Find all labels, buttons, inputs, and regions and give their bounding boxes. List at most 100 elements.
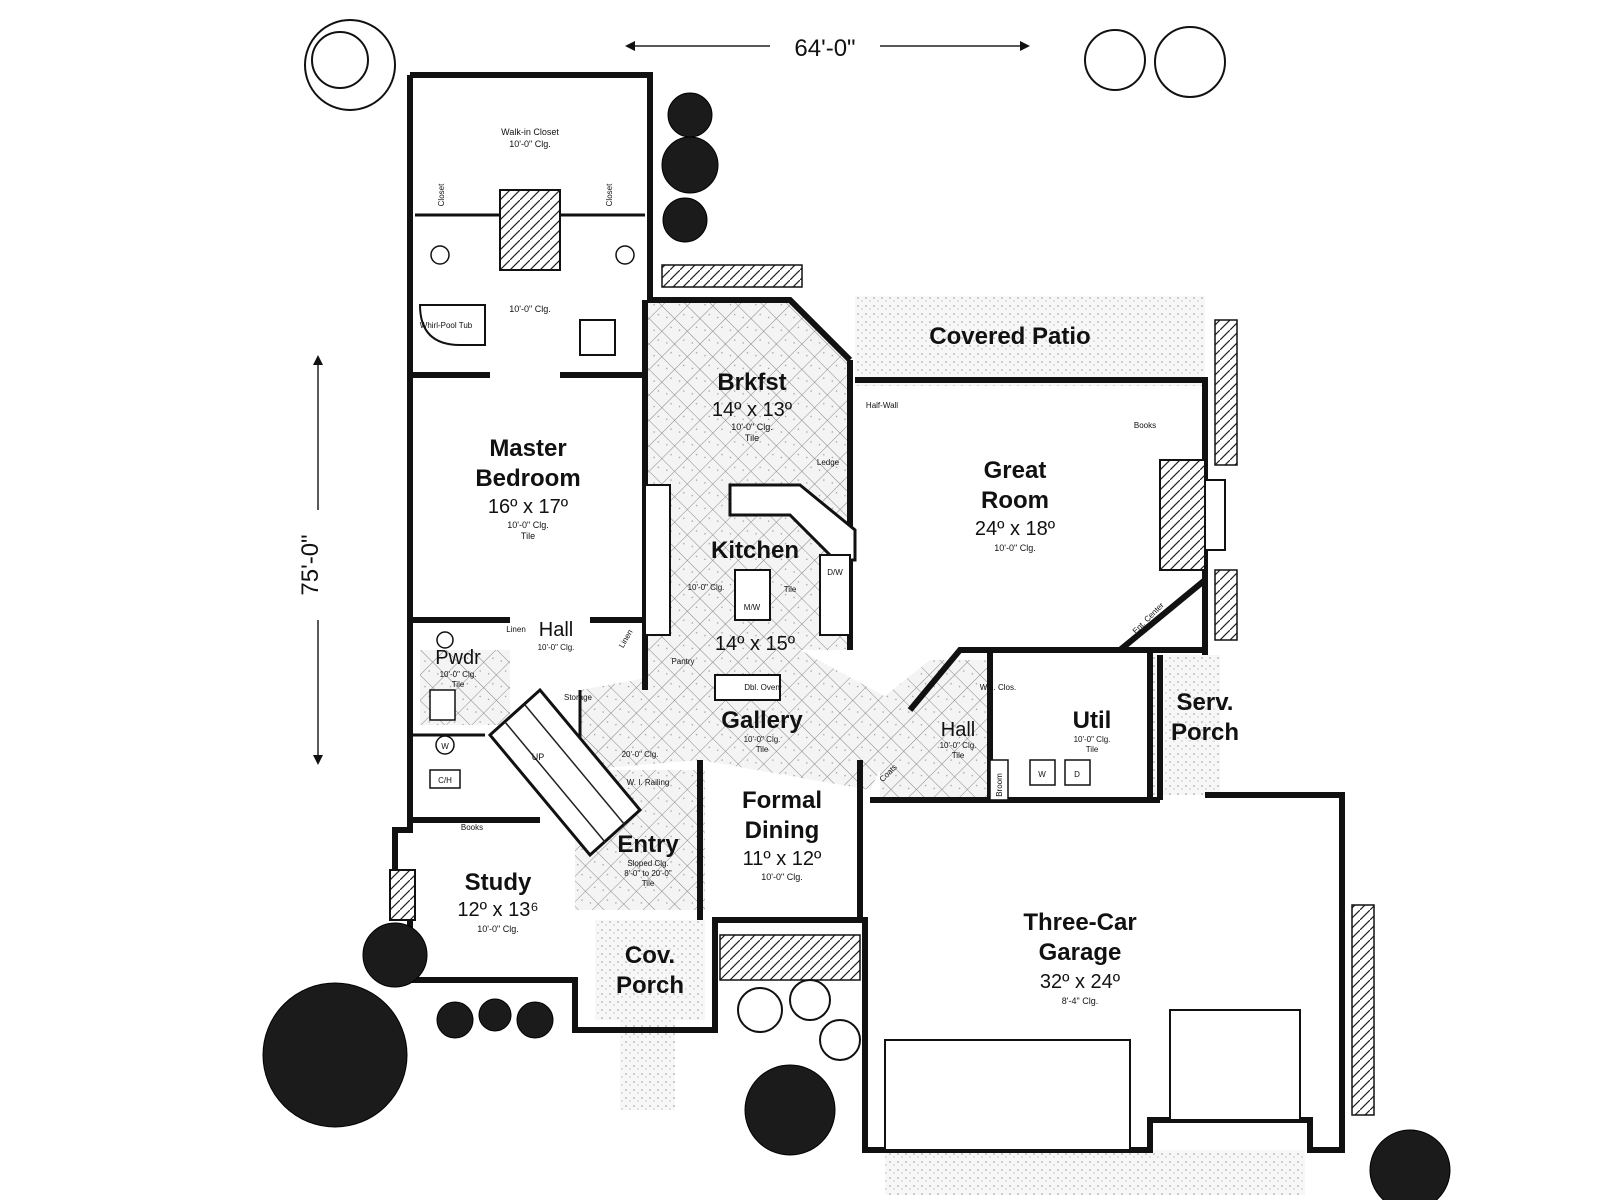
garage-door-single xyxy=(1169,1009,1301,1121)
pantry-label: Pantry xyxy=(671,657,694,666)
gallery-ceiling-2: 20'-0" Clg. xyxy=(622,750,659,759)
washer xyxy=(1029,759,1056,786)
garage-note: 8'-4" Clg. xyxy=(1062,996,1098,1006)
landscaping xyxy=(262,19,1451,1200)
brkfst-label: Brkfst xyxy=(717,369,786,396)
dw-label: D/W xyxy=(827,568,843,577)
linen-label: Linen xyxy=(506,625,526,634)
washer-label: W xyxy=(1038,770,1046,779)
master-label-1: Master xyxy=(489,435,566,462)
entry-note-2: 8'-0" to 20'-0" xyxy=(624,869,672,878)
hall-left-label: Hall xyxy=(539,619,573,641)
brkfst-size: 14º x 13º xyxy=(712,399,793,421)
gallery-floor xyxy=(580,650,910,790)
gallery-ceiling: 10'-0" Clg. xyxy=(744,735,781,744)
wi-clos-label: W. I. Clos. xyxy=(980,683,1016,692)
walkway xyxy=(620,1020,675,1110)
study-books: Books xyxy=(461,823,483,832)
hearth-chimney xyxy=(1204,479,1226,551)
great-label-2: Room xyxy=(981,487,1049,514)
closet-left-label: Closet xyxy=(437,183,446,206)
garage-size: 32º x 24º xyxy=(1040,971,1121,993)
study-label: Study xyxy=(465,869,532,896)
driveway xyxy=(885,1150,1305,1195)
mw-label: M/W xyxy=(744,603,761,612)
study-fireplace xyxy=(389,869,416,921)
planter-front xyxy=(719,934,861,981)
kitchen-label: Kitchen xyxy=(711,537,799,564)
fireplace xyxy=(1159,459,1206,571)
formal-dining-note: 10'-0" Clg. xyxy=(761,872,802,882)
walkin-closet-ceiling: 10'-0" Clg. xyxy=(509,139,550,149)
railing-label: W. I. Railing xyxy=(627,778,670,787)
entry-label: Entry xyxy=(617,831,679,858)
ch-label: C/H xyxy=(438,776,452,785)
great-size: 24º x 18º xyxy=(975,518,1056,540)
hall-right-ceiling: 10'-0" Clg. xyxy=(940,741,977,750)
util-ceiling: 10'-0" Clg. xyxy=(1074,735,1111,744)
ledge-label: Ledge xyxy=(817,458,840,467)
formal-dining-label-1: Formal xyxy=(742,787,822,814)
study-note: 10'-0" Clg. xyxy=(477,924,518,934)
bath-fixtures xyxy=(418,189,635,789)
planter-right-upper xyxy=(1214,319,1238,466)
gallery-tile: Tile xyxy=(756,745,769,754)
pwdr-tile: Tile xyxy=(452,680,465,689)
width-dimension: 64'-0" xyxy=(625,35,1030,62)
walkin-closet-label: Walk-in Closet xyxy=(501,127,559,137)
water-heater-w: W xyxy=(441,742,449,751)
kitchen-size: 14º x 15º xyxy=(715,633,796,655)
great-label-1: Great xyxy=(984,457,1047,484)
master-note-1: 10'-0" Clg. xyxy=(507,520,548,530)
hall-right-tile: Tile xyxy=(952,751,965,760)
depth-dimension: 75'-0" xyxy=(297,355,324,765)
width-label: 64'-0" xyxy=(794,35,855,62)
entry-note-3: Tile xyxy=(642,879,655,888)
cov-porch-floor xyxy=(595,920,705,1020)
cov-porch-label-1: Cov. xyxy=(625,942,675,969)
linen2-label: Linen xyxy=(617,628,635,649)
dryer xyxy=(1064,759,1091,786)
formal-dining-size: 11º x 12º xyxy=(743,848,822,870)
master-note-2: Tile xyxy=(521,531,535,541)
gallery-label: Gallery xyxy=(721,707,803,734)
brkfst-note-2: Tile xyxy=(745,433,759,443)
util-label: Util xyxy=(1073,707,1112,734)
planter-garage xyxy=(1351,904,1375,1116)
depth-label: 75'-0" xyxy=(297,534,324,595)
serv-porch-label-1: Serv. xyxy=(1177,689,1234,716)
stair-up-label: UP xyxy=(532,752,545,762)
broom-label: Broom xyxy=(995,773,1004,797)
garage-label-2: Garage xyxy=(1039,939,1122,966)
planter-top xyxy=(661,264,803,288)
patio-label: Covered Patio xyxy=(929,323,1090,350)
dryer-label: D xyxy=(1074,770,1080,779)
storage-label: Storage xyxy=(564,693,593,702)
great-note: 10'-0" Clg. xyxy=(994,543,1035,553)
great-books: Books xyxy=(1134,421,1156,430)
hall-right-floor xyxy=(880,660,990,800)
closet-right-label: Closet xyxy=(605,183,614,206)
bath-ceiling: 10'-0" Clg. xyxy=(509,304,550,314)
study-size: 12º x 13⁶ xyxy=(457,899,538,921)
halfwall-label: Half-Wall xyxy=(866,401,898,410)
patio-floor xyxy=(855,296,1205,386)
hall-right-label: Hall xyxy=(941,719,975,741)
entry-note-1: Sloped Clg. xyxy=(627,859,668,868)
dbl-oven-label: Dbl. Oven xyxy=(744,683,780,692)
hall-left-ceiling: 10'-0" Clg. xyxy=(538,643,575,652)
whirlpool-tub-label: Whirl-Pool Tub xyxy=(420,321,473,330)
util-tile: Tile xyxy=(1086,745,1099,754)
kitchen-ceiling: 10'-0" Clg. xyxy=(688,583,725,592)
garage-door-double xyxy=(884,1039,1131,1151)
brkfst-note-1: 10'-0" Clg. xyxy=(731,422,772,432)
garage-label-1: Three-Car xyxy=(1023,909,1136,936)
kitchen-counters xyxy=(644,483,857,701)
pwdr-label: Pwdr xyxy=(435,647,481,669)
staircase xyxy=(487,687,643,858)
kitchen-tile: Tile xyxy=(784,585,797,594)
pwdr-ceiling: 10'-0" Clg. xyxy=(440,670,477,679)
cov-porch-label-2: Porch xyxy=(616,972,684,999)
master-size: 16º x 17º xyxy=(488,496,569,518)
